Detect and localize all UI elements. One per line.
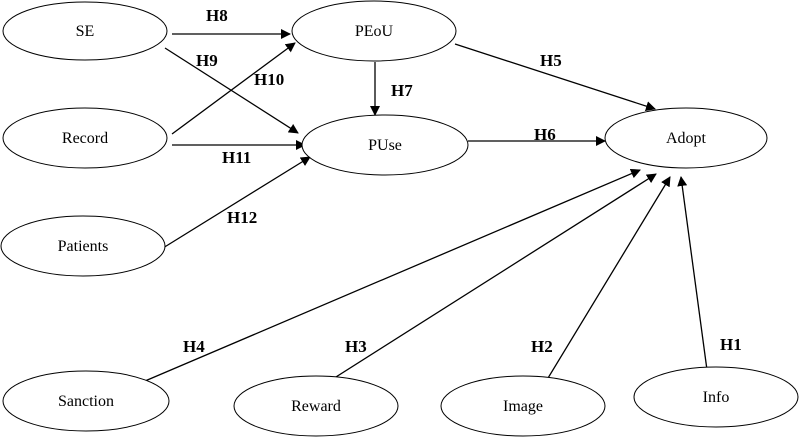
edge-h10 [171,42,296,135]
edge-h5 [454,43,656,111]
node-label-adopt: Adopt [666,130,707,147]
node-label-puse: PUse [368,137,402,154]
node-label-record: Record [62,130,108,147]
node-label-patients: Patients [58,238,109,255]
node-patients: Patients [0,215,166,277]
node-info: Info [633,366,799,428]
edge-label-h10: H10 [254,70,284,89]
edge-label-h9: H9 [196,51,218,70]
edge-label-h1: H1 [720,335,742,354]
node-se: SE [2,1,168,61]
edge-label-h2: H2 [531,337,553,356]
node-reward: Reward [233,375,399,437]
node-peou: PEoU [291,0,457,62]
edge-label-h12: H12 [227,208,257,227]
edge-label-h11: H11 [222,148,251,167]
edge-label-h6: H6 [534,125,556,144]
edge-label-h3: H3 [345,337,367,356]
edge-label-h5: H5 [540,51,562,70]
node-label-se: SE [76,23,95,40]
edge-h1 [677,176,708,371]
node-image: Image [440,375,606,437]
edge-label-h7: H7 [391,81,413,100]
edge-label-h8: H8 [206,6,228,25]
edge-h3 [327,173,657,383]
edge-label-h4: H4 [183,337,205,356]
node-record: Record [2,107,168,169]
node-label-reward: Reward [291,398,341,415]
edge-h12 [162,156,311,249]
node-label-image: Image [503,398,543,415]
node-label-sanction: Sanction [58,393,114,410]
node-puse: PUse [301,114,469,176]
node-label-info: Info [703,389,730,406]
node-adopt: Adopt [604,107,768,169]
edge-h2 [544,176,671,384]
node-label-peou: PEoU [355,23,394,40]
edge-h4 [144,168,641,382]
node-sanction: Sanction [2,370,170,432]
